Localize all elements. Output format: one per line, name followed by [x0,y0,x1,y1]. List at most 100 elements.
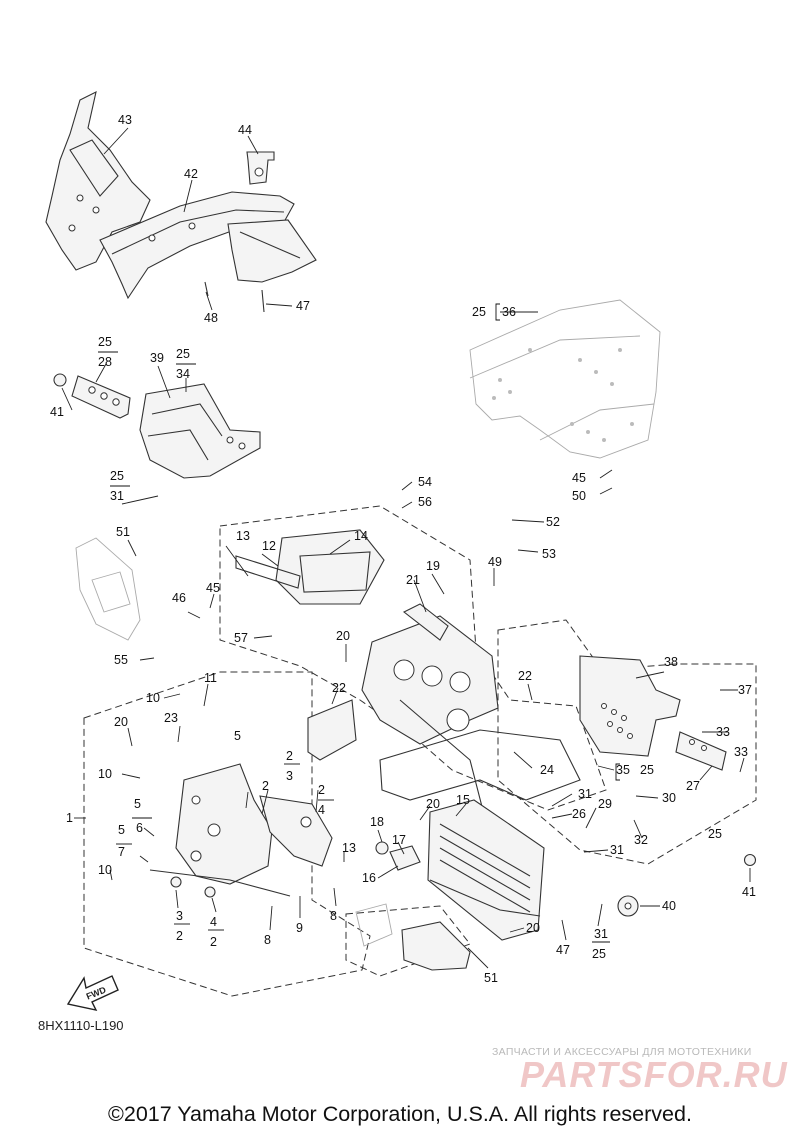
callout-53: 53 [542,547,556,561]
rear-chassis-outline [469,299,661,459]
callout-25-g: 25 [592,947,606,961]
right-bracket-assembly [579,655,757,867]
callout-21: 21 [406,573,420,587]
callout-36: 36 [502,305,516,319]
callout-57: 57 [234,631,248,645]
leader-lines [61,127,751,969]
callout-29: 29 [598,797,612,811]
callout-51-b: 51 [484,971,498,985]
callout-56: 56 [418,495,432,509]
assembly-outlines [83,505,757,997]
callout-11: 11 [204,671,217,685]
callout-42: 42 [184,167,198,181]
callout-54: 54 [418,475,432,489]
callout-25-d: 25 [110,469,124,483]
main-frame [235,529,581,831]
callout-15: 15 [456,793,470,807]
front-arm-assembly [149,763,333,898]
callout-2-d: 2 [176,929,183,943]
callout-45-b: 45 [206,581,220,595]
callout-8-a: 8 [330,909,337,923]
callout-51-a: 51 [116,525,130,539]
watermark-tagline: ЗАПЧАСТИ И АКСЕССУАРЫ ДЛЯ МОТОТЕХНИКИ [492,1046,752,1058]
callout-17: 17 [392,833,406,847]
callout-14: 14 [354,529,368,543]
callout-7: 7 [118,845,125,859]
callout-44: 44 [238,123,252,137]
callout-40: 40 [662,899,676,913]
callout-13-a: 13 [236,529,250,543]
callout-45-a: 45 [572,471,586,485]
callout-31-a: 31 [110,489,124,503]
callout-2-c: 2 [262,779,269,793]
callout-19: 19 [426,559,440,573]
callout-2-e: 2 [210,935,217,949]
callout-5-c: 5 [118,823,125,837]
callout-31-c: 31 [610,843,624,857]
callout-41-b: 41 [742,885,756,899]
callout-25-a: 25 [472,305,486,319]
callout-47-bottom: 47 [556,943,570,957]
callout-55: 55 [114,653,128,667]
callout-37: 37 [738,683,752,697]
callout-30: 30 [662,791,676,805]
callout-16: 16 [362,871,376,885]
callout-6: 6 [136,821,143,835]
callout-23: 23 [164,711,178,725]
callout-20-d: 20 [526,921,540,935]
callout-49: 49 [488,555,502,569]
watermark-brand: PARTSFOR.RU [520,1054,788,1095]
callout-5-b: 5 [134,797,141,811]
callout-10-a: 10 [146,691,160,705]
callout-34: 34 [176,367,190,381]
group-brackets [98,303,620,943]
callout-27: 27 [686,779,700,793]
callout-33-a: 33 [716,725,730,739]
side-cover-outlines [75,537,471,971]
callout-2-a: 2 [286,749,293,763]
callout-9: 9 [296,921,303,935]
callout-39: 39 [150,351,164,365]
copyright-notice: ©2017 Yamaha Motor Corporation, U.S.A. A… [108,1102,692,1126]
callout-4-a: 4 [318,803,325,817]
callout-10-b: 10 [98,767,112,781]
callout-25-c: 25 [176,347,190,361]
callout-52: 52 [546,515,560,529]
callout-43: 43 [118,113,132,127]
upper-frame-assembly [45,90,317,313]
callout-3-a: 3 [286,769,293,783]
callout-25-b: 25 [98,335,112,349]
callout-31-d: 31 [594,927,608,941]
fwd-arrow: FWD [66,975,119,1011]
callout-4-b: 4 [210,915,217,929]
callout-22-b: 22 [518,669,532,683]
callout-8-b: 8 [264,933,271,947]
callout-38: 38 [664,655,678,669]
callout-26: 26 [572,807,586,821]
callout-3-b: 3 [176,909,183,923]
callout-2-b: 2 [318,783,325,797]
callout-35: 35 [616,763,630,777]
callout-22-a: 22 [332,681,346,695]
callout-48: 48 [204,311,218,325]
callout-20-c: 20 [426,797,440,811]
callout-labels: 43 44 42 48 47 25 36 25 28 25 34 39 41 2… [50,113,756,985]
callout-5-a: 5 [234,729,241,743]
callout-46: 46 [172,591,186,605]
callout-13-b: 13 [342,841,356,855]
callout-1: 1 [66,811,73,825]
callout-33-b: 33 [734,745,748,759]
callout-28: 28 [98,355,112,369]
callout-25-f: 25 [708,827,722,841]
callout-47-top: 47 [296,299,310,313]
callout-10-c: 10 [98,863,112,877]
part-39-bracket [53,373,261,479]
callout-20-a: 20 [336,629,350,643]
callout-32: 32 [634,833,648,847]
callout-24: 24 [540,763,554,777]
callout-41-a: 41 [50,405,64,419]
callout-18: 18 [370,815,384,829]
callout-12: 12 [262,539,276,553]
radiator-assembly [375,799,639,941]
